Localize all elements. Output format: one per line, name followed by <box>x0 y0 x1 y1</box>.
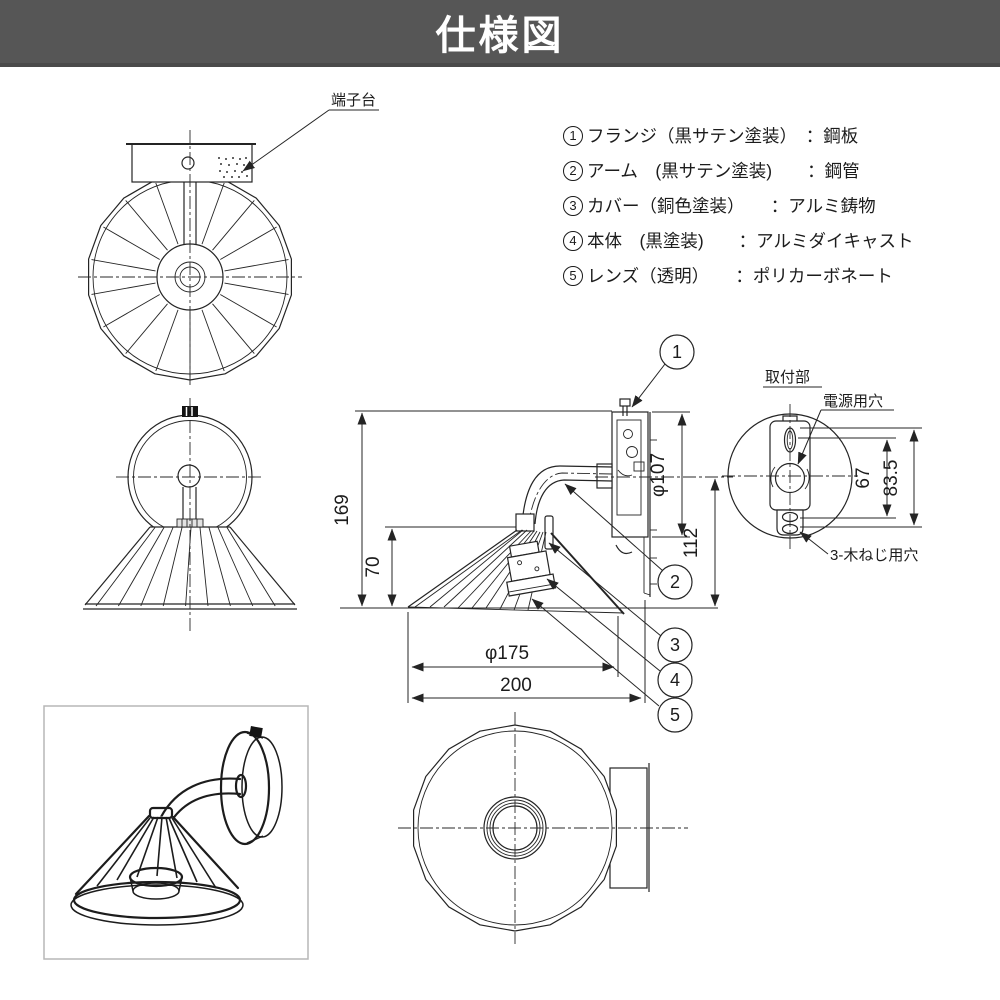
part-material: ：アルミ鋳物 <box>770 196 876 216</box>
callout-1: 1 <box>659 334 695 370</box>
sketch-nub <box>249 726 263 738</box>
svg-text:3: 3 <box>670 635 680 655</box>
svg-text:4: 4 <box>670 670 680 690</box>
mounting-part-label: 取付部 <box>765 369 810 386</box>
dim-center-to-bottom: 112 <box>681 528 702 558</box>
lamp-body-assembly <box>506 540 557 597</box>
part-name: 本体 (黒塗装) <box>587 231 739 251</box>
callout-3: 3 <box>657 627 693 663</box>
dim-shade-height: 70 <box>363 556 384 577</box>
dim-hole-span: 67 <box>853 467 874 488</box>
svg-text:1: 1 <box>672 342 682 362</box>
terminal-block-label: 端子台 <box>331 92 376 109</box>
wood-screw-holes-label: 3-木ねじ用穴 <box>830 547 918 564</box>
part-number-badge: 4 <box>563 230 583 251</box>
mount-nub <box>182 406 198 417</box>
bottom-view-drawing <box>398 712 688 944</box>
part-number-badge: 2 <box>563 160 583 181</box>
dim-plate-diameter: φ107 <box>648 453 669 497</box>
sketch-pleats <box>96 816 217 889</box>
part-material: ：アルミダイキャスト <box>738 231 914 251</box>
dim-plate-span: 83.5 <box>881 460 902 497</box>
svg-text:2: 2 <box>670 572 680 592</box>
svg-text:5: 5 <box>670 705 680 725</box>
side-view-drawing: 169 70 φ107 112 φ175 200 1 <box>332 334 733 733</box>
page-title: 仕様図 <box>435 13 565 58</box>
header-bar: 仕様図 <box>0 0 1000 67</box>
dim-depth: 200 <box>500 675 532 696</box>
dim-height-total: 169 <box>332 494 353 526</box>
part-name: カバー（銅色塗装） <box>587 196 771 216</box>
part-material: ：ポリカーボネート <box>735 266 893 286</box>
part-material: ：鋼管 <box>807 161 860 181</box>
part-number-badge: 5 <box>563 265 583 286</box>
callout-4: 4 <box>657 662 693 698</box>
part-name: アーム (黒サテン塗装) <box>587 161 808 181</box>
part-name: レンズ（透明） <box>587 266 736 286</box>
power-hole-label: 電源用穴 <box>823 393 883 410</box>
callout-2: 2 <box>657 564 693 600</box>
sketch-frame <box>43 705 309 960</box>
mounting-view-drawing: 67 83.5 取付部 電源用穴 3-木ねじ用穴 <box>722 369 922 564</box>
top-view-drawing: 端子台 <box>78 92 379 388</box>
part-number-badge: 1 <box>563 125 583 146</box>
perspective-sketch <box>43 705 309 960</box>
callout-5: 5 <box>657 697 693 733</box>
part-material: ：鋼板 <box>805 126 859 146</box>
dim-shade-diameter: φ175 <box>485 643 529 664</box>
front-view-drawing <box>83 398 297 634</box>
part-number-badge: 3 <box>563 195 583 216</box>
part-name: フランジ（黒サテン塗装） <box>587 126 806 146</box>
